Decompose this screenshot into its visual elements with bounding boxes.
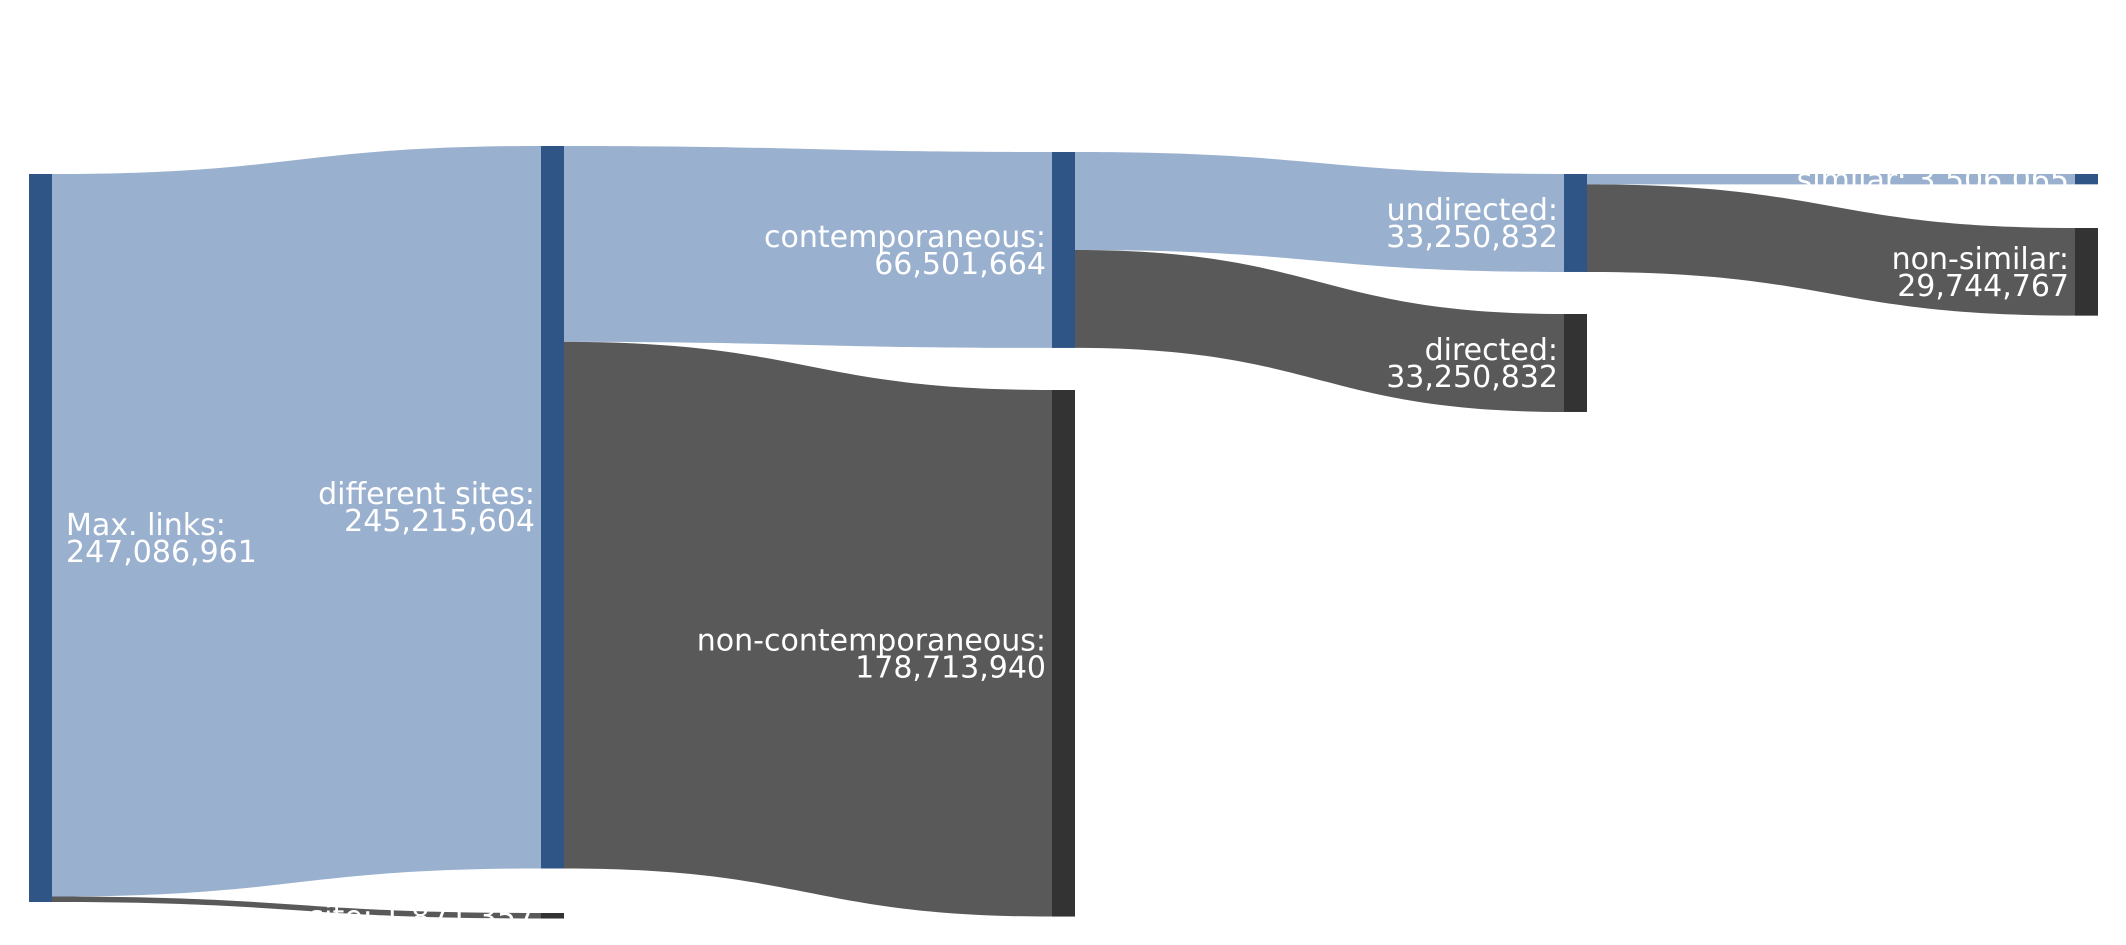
link-cont-undir bbox=[1075, 152, 1564, 272]
node-label-dir: directed:33,250,832 bbox=[1386, 333, 1558, 395]
node-max bbox=[29, 174, 52, 902]
node-label-noncont: non-contemporaneous:178,713,940 bbox=[697, 623, 1046, 685]
link-max-same bbox=[52, 896, 541, 919]
node-undir bbox=[1564, 174, 1587, 272]
node-noncont bbox=[1052, 390, 1075, 917]
link-max-diff bbox=[52, 146, 541, 897]
node-label-nonsim: non-similar:29,744,767 bbox=[1892, 242, 2069, 304]
node-label-max: Max. links:247,086,961 bbox=[66, 508, 257, 570]
flow-links bbox=[52, 146, 2075, 919]
node-diff bbox=[541, 146, 564, 869]
link-diff-noncont bbox=[564, 341, 1052, 917]
node-nonsim bbox=[2075, 228, 2098, 316]
node-same bbox=[541, 913, 564, 919]
link-diff-cont bbox=[564, 146, 1052, 348]
node-dir bbox=[1564, 314, 1587, 412]
flow-nodes bbox=[29, 146, 2098, 919]
link-undir-nonsim bbox=[1587, 184, 2075, 316]
node-label-same: same site: 1,871,357 bbox=[217, 900, 535, 935]
node-label-undir: undirected:33,250,832 bbox=[1386, 193, 1558, 255]
node-labels: Max. links:247,086,961 different sites:24… bbox=[66, 163, 2069, 935]
link-undir-sim bbox=[1587, 174, 2075, 185]
node-label-sim: similar: 3,506,065 bbox=[1797, 163, 2069, 198]
node-sim bbox=[2075, 174, 2098, 185]
node-label-cont: contemporaneous:66,501,664 bbox=[764, 220, 1046, 282]
node-label-diff: different sites:245,215,604 bbox=[318, 477, 535, 539]
node-cont bbox=[1052, 152, 1075, 348]
link-cont-dir bbox=[1075, 249, 1564, 412]
